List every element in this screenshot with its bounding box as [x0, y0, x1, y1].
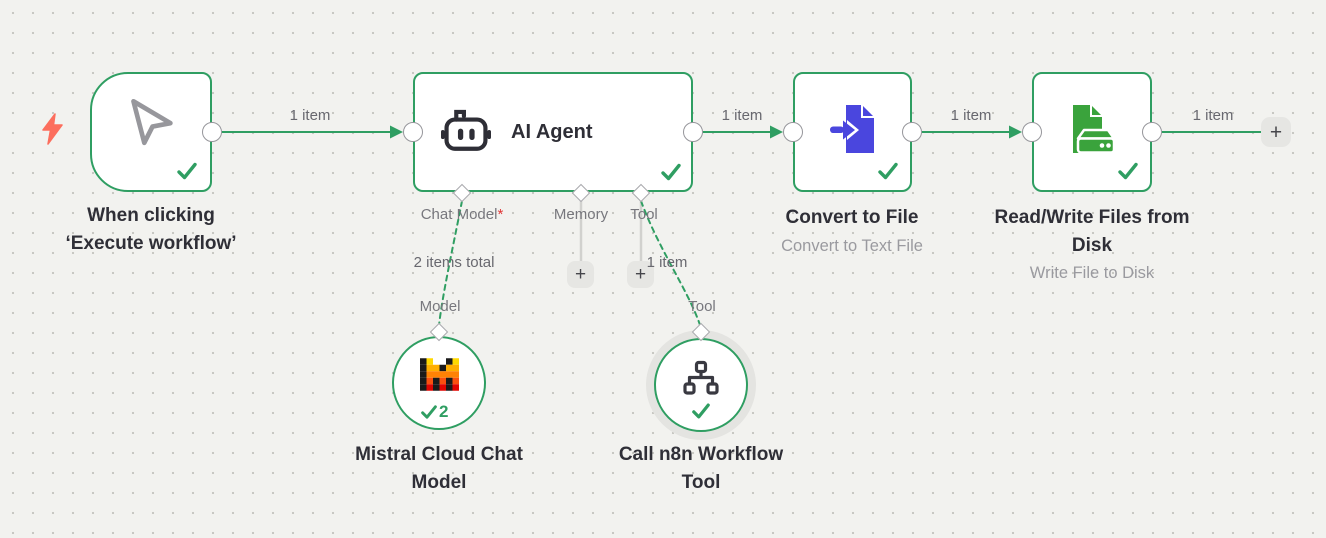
- readwrite-node-label: Read/Write Files from Disk: [994, 207, 1190, 256]
- node-convert-to-file[interactable]: [793, 72, 912, 192]
- convert-node-label: Convert to File: [785, 207, 919, 228]
- port-label-tool-circle: Tool: [688, 298, 716, 315]
- checkmark-icon: [660, 162, 682, 187]
- agent-node-title: AI Agent: [511, 120, 593, 143]
- checkmark-icon: [877, 161, 899, 186]
- input-port-agent[interactable]: [403, 122, 423, 142]
- checkmark-icon: [1117, 161, 1139, 186]
- trigger-node-label: When clicking ‘Execute workflow’: [65, 205, 237, 254]
- input-port-readwrite[interactable]: [1022, 122, 1042, 142]
- edge-label-trigger-agent: 1 item: [289, 107, 331, 124]
- checkmark-icon: [691, 402, 711, 425]
- add-next-node-button[interactable]: +: [1261, 117, 1291, 147]
- sitemap-icon: [680, 358, 722, 403]
- checkmark-icon: [176, 161, 198, 186]
- required-asterisk: *: [497, 206, 504, 223]
- file-disk-icon: [1063, 101, 1121, 164]
- output-port-agent[interactable]: [683, 122, 703, 142]
- edge-label-readwrite-out: 1 item: [1192, 107, 1234, 124]
- edge-label-tool-items: 1 item: [646, 254, 688, 271]
- readwrite-node-subtitle: Write File to Disk: [1029, 264, 1155, 282]
- node-mistral-chat-model[interactable]: [392, 336, 486, 430]
- port-label-tool: Tool: [630, 206, 658, 223]
- output-port-convert[interactable]: [902, 122, 922, 142]
- mistral-logo-icon: [419, 358, 459, 396]
- output-port-trigger[interactable]: [202, 122, 222, 142]
- edge-label-convert-readwrite: 1 item: [950, 107, 992, 124]
- edge-label-agent-convert: 1 item: [721, 107, 763, 124]
- output-port-readwrite[interactable]: [1142, 122, 1162, 142]
- input-port-convert[interactable]: [783, 122, 803, 142]
- file-import-icon: [822, 101, 884, 164]
- mistral-node-label: Mistral Cloud Chat Model: [355, 444, 523, 493]
- node-ai-agent[interactable]: AI Agent: [413, 72, 693, 192]
- add-memory-button[interactable]: +: [567, 261, 594, 288]
- port-label-chat-model: Chat Model*: [420, 206, 504, 223]
- add-tool-button[interactable]: +: [627, 261, 654, 288]
- convert-node-subtitle: Convert to Text File: [781, 237, 923, 255]
- robot-icon: [441, 107, 491, 158]
- mistral-run-count-badge: 2: [420, 402, 448, 422]
- edge-label-chat-model-items: 2 items total: [413, 254, 495, 271]
- workflow-tool-node-label: Call n8n Workflow Tool: [618, 444, 784, 493]
- port-label-memory: Memory: [553, 206, 609, 223]
- port-label-model-circle: Model: [419, 298, 461, 315]
- lightning-bolt-icon: [41, 113, 64, 150]
- mouse-cursor-icon: [119, 93, 183, 161]
